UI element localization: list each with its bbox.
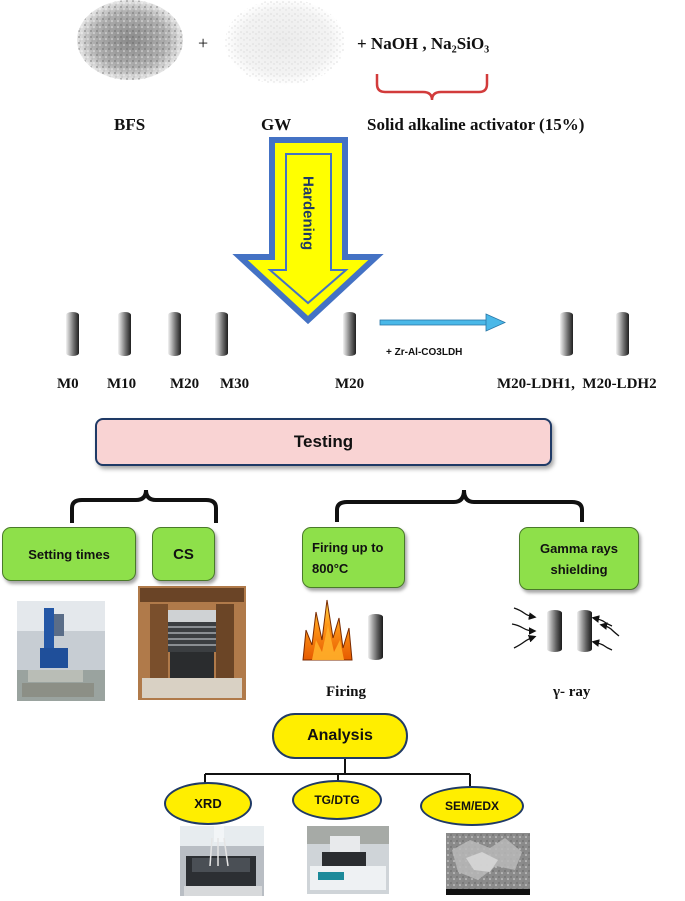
bfs-powder-image xyxy=(77,0,183,80)
cylinder-m20-ldh1 xyxy=(560,312,573,356)
testing-left-bracket xyxy=(70,489,218,523)
setting-times-box: Setting times xyxy=(2,527,136,581)
testing-title: Testing xyxy=(293,432,354,451)
analysis-pill: Analysis xyxy=(272,713,408,759)
cs-box: CS xyxy=(152,527,215,581)
firing-box: Firing up to 800°C xyxy=(302,527,405,588)
firing-caption: Firing xyxy=(326,684,366,700)
sem-edx-pill: SEM/EDX xyxy=(420,786,524,826)
testing-right-bracket xyxy=(335,489,584,522)
hardening-arrow xyxy=(232,137,384,325)
label-m10: M10 xyxy=(107,376,137,392)
gamma-box-label: Gamma rays shielding xyxy=(539,540,619,577)
cs-label: CS xyxy=(173,545,194,563)
label-m30: M30 xyxy=(220,376,250,392)
gamma-box: Gamma rays shielding xyxy=(519,527,639,590)
xrd-pill: XRD xyxy=(164,782,252,825)
label-m20: M20 xyxy=(170,376,200,392)
gw-label: GW xyxy=(261,115,292,134)
firing-box-label: Firing up to 800°C xyxy=(312,539,384,576)
cs-press-photo xyxy=(138,586,246,700)
firing-cylinder-icon xyxy=(368,614,383,660)
analysis-title: Analysis xyxy=(307,727,373,744)
sem-edx-label: SEM/EDX xyxy=(444,799,499,813)
testing-bar: Testing xyxy=(95,418,552,466)
cylinder-m10 xyxy=(118,312,131,356)
label-m0: M0 xyxy=(57,376,79,392)
tg-dtg-label: TG/DTG xyxy=(314,793,360,807)
activator-formula: + NaOH , Na₂SiO₃ xyxy=(357,34,490,53)
cylinder-m0 xyxy=(66,312,79,356)
sem-image-photo xyxy=(446,833,530,895)
activator-bracket xyxy=(375,74,489,101)
tg-dtg-instrument-photo xyxy=(307,826,389,894)
setting-times-label: Setting times xyxy=(28,546,110,562)
gamma-ray-arrows-icon xyxy=(511,607,620,651)
ldh-arrow xyxy=(379,313,506,332)
ldh-additive-label: + Zr-Al-CO3LDH xyxy=(386,347,463,358)
cylinder-m20-ldh2 xyxy=(616,312,629,356)
cylinder-m20 xyxy=(168,312,181,356)
setting-times-photo xyxy=(17,601,105,701)
hardening-label: Hardening xyxy=(299,175,317,251)
xrd-instrument-photo xyxy=(180,826,264,896)
gamma-cylinder-icon-1 xyxy=(547,610,562,652)
cylinder-m30 xyxy=(215,312,228,356)
gamma-caption: γ- ray xyxy=(553,684,591,700)
xrd-label: XRD xyxy=(194,796,222,811)
gw-powder-image xyxy=(225,0,345,85)
plus-sign: + xyxy=(198,33,209,53)
gamma-cylinder-icon-2 xyxy=(577,610,592,652)
cylinder-m20-single xyxy=(343,312,356,356)
flame-icon xyxy=(302,599,353,661)
label-m20-single: M20 xyxy=(335,376,365,392)
activator-label: Solid alkaline activator (15%) xyxy=(367,115,585,134)
label-ldh-mixes: M20-LDH1, M20-LDH2 xyxy=(497,376,657,392)
bfs-label: BFS xyxy=(114,115,146,134)
tg-dtg-pill: TG/DTG xyxy=(292,780,382,820)
